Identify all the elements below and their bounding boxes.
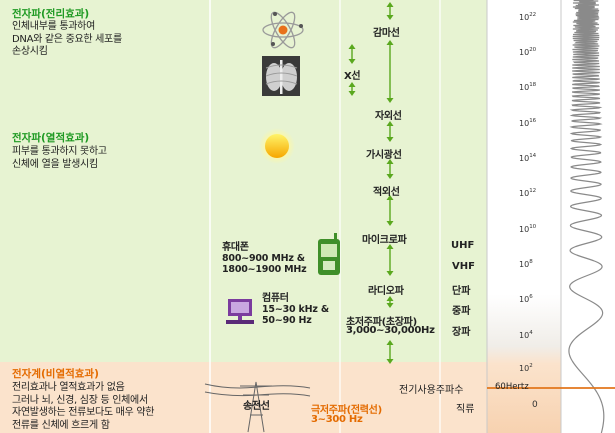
- band-vhf: VHF: [452, 261, 475, 272]
- freq-zero-label: 0: [532, 400, 538, 410]
- computer-spec-2: 50~90 Hz: [262, 315, 312, 326]
- xray-label: X선: [344, 71, 361, 82]
- range-arrow: [386, 40, 394, 103]
- range-arrow: [386, 296, 394, 308]
- power-frequency-label: 전기사용주파수: [399, 385, 464, 396]
- elf-label: 극저주파(전력선): [311, 405, 382, 416]
- ionizing-desc-2: DNA와 같은 중요한 세포를: [12, 33, 122, 45]
- freq-tick-label: 108: [519, 259, 533, 269]
- freq-tick-label: 1010: [519, 224, 537, 234]
- ionizing-desc-3: 손상시킴: [12, 46, 48, 57]
- band-mediumwave: 중파: [452, 306, 471, 317]
- radio-wave-label: 라디오파: [368, 286, 404, 297]
- microwave-label: 마이크로파: [362, 235, 407, 246]
- nonthermal-desc-4: 전류를 신체에 흐르게 함: [12, 419, 110, 431]
- mobile-phone-icon: [318, 233, 340, 275]
- band-shortwave: 단파: [452, 286, 471, 297]
- band-uhf: UHF: [451, 240, 475, 251]
- computer-spec-1: 15~30 kHz &: [262, 304, 329, 315]
- freq-tick-label: 1018: [519, 82, 537, 92]
- uv-label: 자외선: [375, 111, 402, 122]
- freq-tick-label: 1020: [519, 47, 537, 57]
- visible-light-label: 가시광선: [366, 150, 402, 161]
- phone-name: 휴대폰: [222, 242, 249, 253]
- thermal-desc-2: 신체에 열을 발생시킴: [12, 158, 98, 170]
- gamma-ray-label: 감마선: [373, 28, 400, 39]
- marker-60hz-label: 60Hertz: [495, 382, 529, 392]
- computer-icon: [226, 299, 254, 324]
- ionizing-desc-1: 인체내부를 통과하여: [12, 21, 95, 32]
- sun-icon: [259, 128, 295, 164]
- atom-icon: [262, 11, 304, 49]
- powerline-label: 송전선: [243, 401, 270, 412]
- nonthermal-desc-2: 그러나 뇌, 신경, 심장 등 인체에서: [12, 394, 148, 406]
- vlf-label: 초저주파(초장파): [346, 317, 417, 328]
- freq-tick-label: 1022: [519, 12, 537, 22]
- range-arrow: [386, 340, 394, 364]
- dc-label: 직류: [456, 404, 475, 415]
- ionizing-heading: 전자파(전리효과): [12, 8, 90, 20]
- nonthermal-desc-1: 전리효과나 열적효과가 없음: [12, 382, 125, 393]
- freq-tick-label: 104: [519, 330, 533, 340]
- freq-tick-label: 106: [519, 294, 533, 304]
- range-arrow: [386, 2, 394, 20]
- freq-tick-label: 1016: [519, 118, 537, 128]
- range-arrow: [386, 244, 394, 276]
- freq-tick-label: 1014: [519, 153, 537, 163]
- range-arrow: [386, 121, 394, 142]
- range-arrow: [348, 82, 356, 96]
- power-tower-icon: [204, 381, 311, 433]
- range-arrow: [386, 159, 394, 179]
- elf-range-label: 3~300 Hz: [311, 414, 363, 425]
- band-longwave: 장파: [452, 327, 471, 338]
- thermal-desc-1: 피부를 통과하지 못하고: [12, 146, 107, 157]
- xray-image-icon: [262, 56, 300, 96]
- range-arrow: [348, 44, 356, 64]
- phone-spec-1: 800~900 MHz &: [222, 253, 305, 264]
- phone-spec-2: 1800~1900 MHz: [222, 264, 307, 275]
- thermal-heading: 전자파(열적효과): [12, 132, 90, 144]
- nonthermal-heading: 전자계(비열적효과): [12, 368, 99, 380]
- freq-tick-label: 1012: [519, 188, 537, 198]
- range-arrow: [386, 195, 394, 226]
- vlf-range-label: 3,000~30,000Hz: [346, 325, 435, 336]
- infrared-label: 적외선: [373, 187, 400, 198]
- nonthermal-desc-3: 자연발생하는 전류보다도 매우 약한: [12, 407, 155, 418]
- computer-name: 컴퓨터: [262, 293, 289, 304]
- freq-tick-label: 102: [519, 363, 533, 373]
